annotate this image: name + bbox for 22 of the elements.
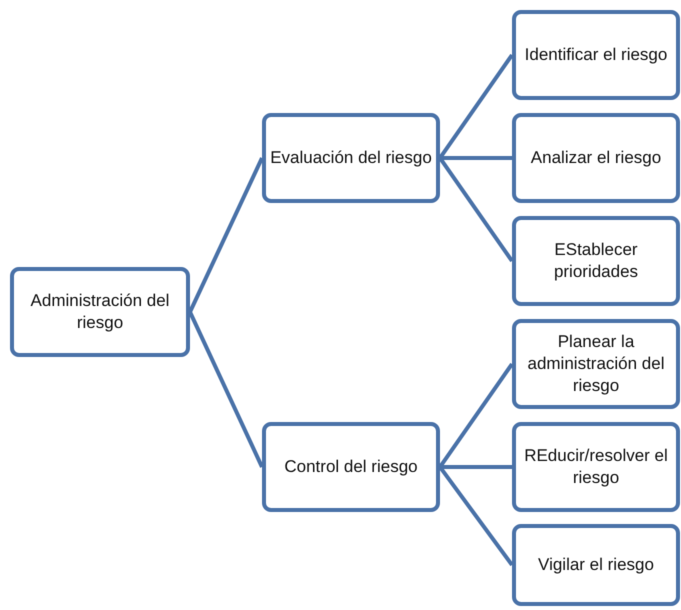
box-label: Planear la administración del riesgo	[526, 330, 666, 398]
process-box	[512, 216, 680, 306]
box-label: Analizar el riesgo	[530, 146, 662, 169]
process-box	[262, 113, 440, 203]
connector-line	[440, 465, 512, 469]
process-box	[512, 422, 680, 512]
box-label: EStablecer prioridades	[552, 238, 640, 283]
box-label: Control del riesgo	[284, 456, 418, 478]
process-box	[512, 524, 680, 606]
process-box	[262, 422, 440, 512]
box-label: Administración del riesgo	[30, 290, 170, 334]
connector-line	[188, 157, 264, 313]
connector-line	[188, 311, 264, 468]
box-label: Vigilar el riesgo	[538, 554, 654, 576]
box-label: Evaluación del riesgo	[270, 146, 432, 169]
box-label: Identificar el riesgo	[524, 44, 668, 66]
process-box	[512, 10, 680, 100]
connector-line	[440, 156, 512, 160]
process-box	[512, 319, 680, 409]
box-label: REducir/resolver el riesgo	[523, 444, 669, 489]
process-box	[10, 267, 190, 357]
process-box	[512, 113, 680, 203]
